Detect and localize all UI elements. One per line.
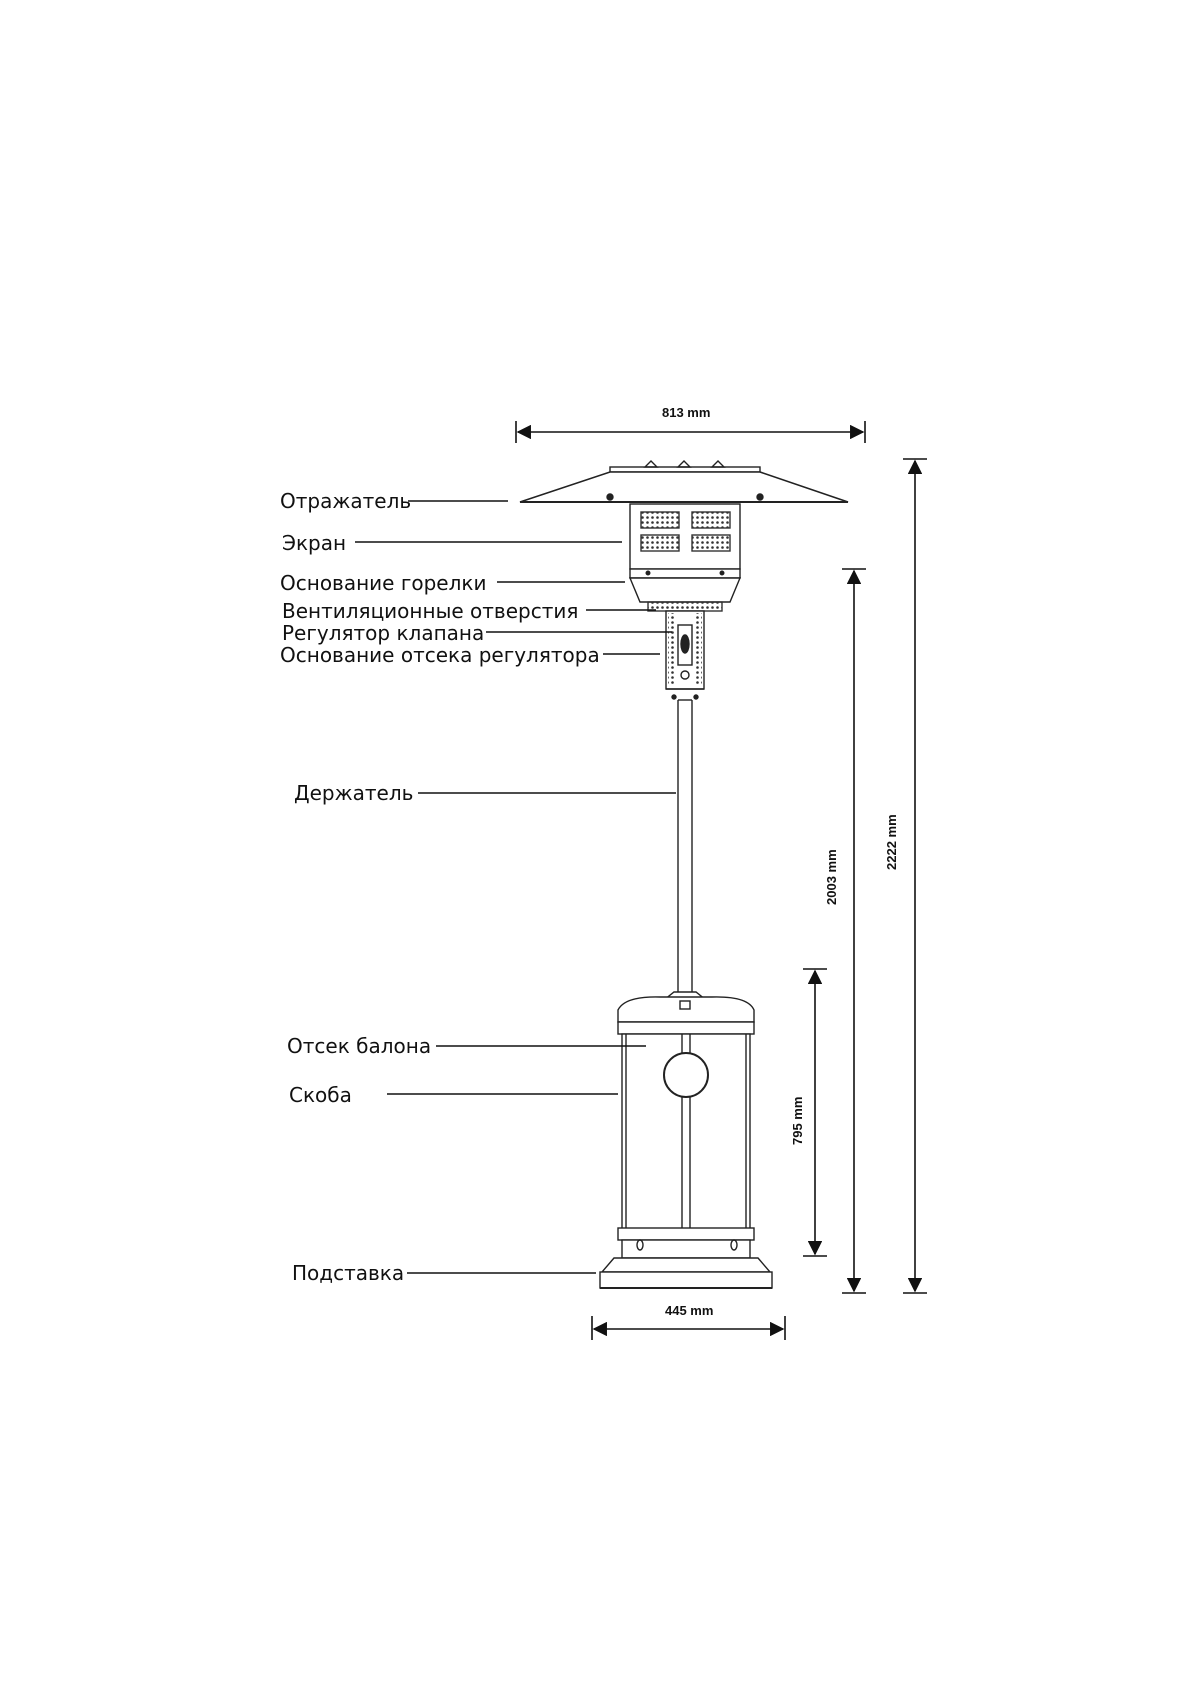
dimension-lines [515,421,927,1340]
heater-drawing [519,460,849,1289]
dim-label-tank-height: 795 mm [790,1096,805,1145]
dim-label-reflector-width: 813 mm [662,405,711,420]
dim-reflector-width [515,421,866,443]
label-burner-base: Основание горелки [280,571,487,595]
screen-shape [629,503,741,570]
regulator-housing-shape [665,610,705,700]
label-reflector: Отражатель [280,489,412,513]
tank-compartment-shape [617,991,755,1259]
label-regulator-base: Основание отсека регулятора [280,643,600,667]
label-stand: Подставка [292,1261,405,1285]
reflector-top-nuts [609,460,761,473]
stand-shape [599,1257,773,1289]
dim-label-pole-height: 2003 mm [824,849,839,905]
label-tank-compartment: Отсек балона [287,1034,432,1058]
reflector-shape [519,471,849,503]
burner-base-shape [628,568,742,612]
label-valve-regulator: Регулятор клапана [282,621,485,645]
dim-pole-height [842,568,866,1294]
label-screen: Экран [282,531,347,555]
dim-tank-height [803,968,827,1257]
pole-shape [677,699,693,992]
label-bracket: Скоба [289,1083,352,1107]
label-vents: Вентиляционные отверстия [282,599,579,623]
dim-total-height [903,458,927,1294]
leader-lines [355,500,676,1274]
dim-label-base-width: 445 mm [665,1303,714,1318]
dim-base-width [591,1316,786,1340]
dim-label-total-height: 2222 mm [884,814,899,870]
label-holder: Держатель [294,781,414,805]
